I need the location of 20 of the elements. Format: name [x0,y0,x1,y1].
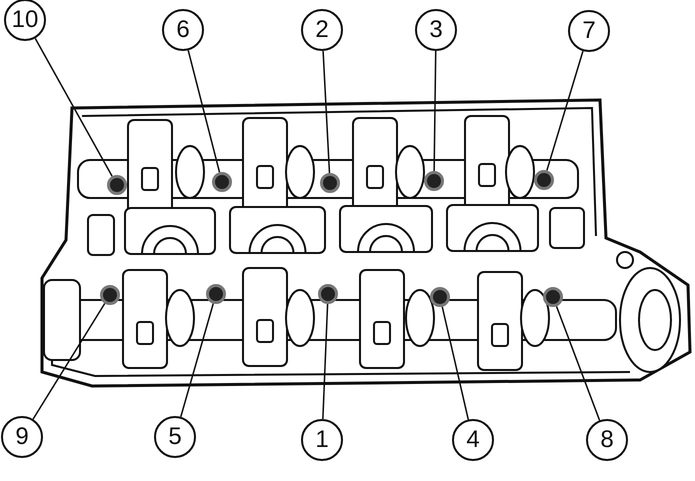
leader-line [442,306,470,420]
callout-number: 7 [568,10,610,52]
leader-line [322,50,330,174]
callout-number: 10 [4,0,46,41]
leader-line [546,50,584,171]
callout-number: 8 [586,419,628,461]
leader-line [34,38,113,177]
callout-number: 9 [1,416,43,458]
leader-line [322,304,328,420]
leader-line [32,303,106,420]
leader-line [556,306,600,421]
leader-line [433,50,436,172]
callout-number: 4 [452,419,494,461]
callout-number: 3 [415,9,457,51]
callout-number: 6 [162,9,204,51]
leader-line [188,50,220,172]
leader-line [180,303,214,418]
callout-number: 2 [301,9,343,51]
callout-number: 5 [154,416,196,458]
callout-number: 1 [301,419,343,461]
